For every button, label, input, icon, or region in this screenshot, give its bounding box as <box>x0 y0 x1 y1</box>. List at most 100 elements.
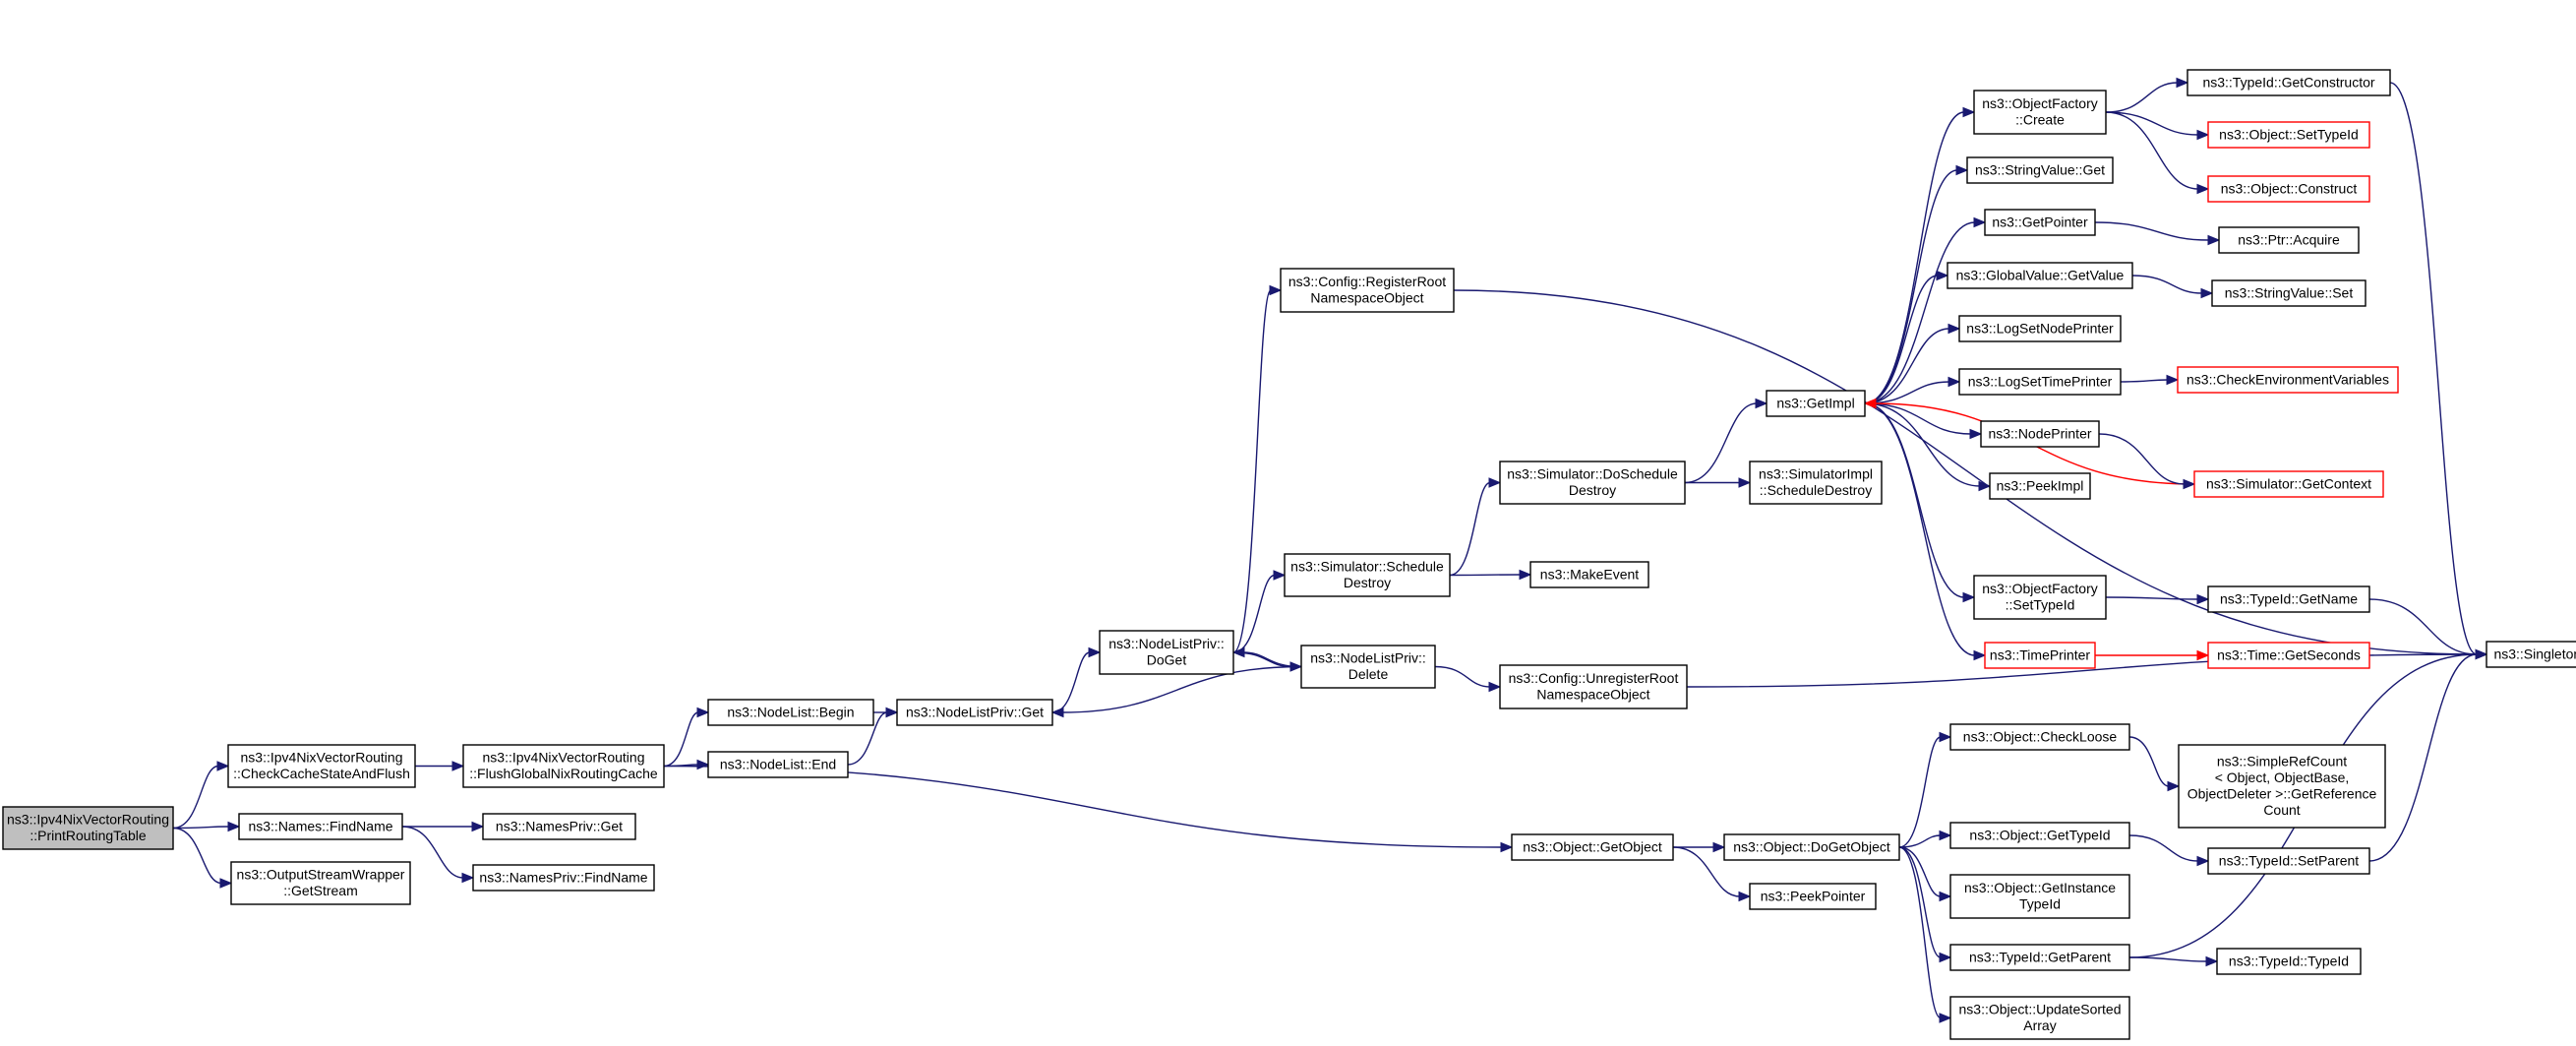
node-label: ObjectDeleter >::GetReference <box>2187 786 2377 802</box>
node-logSetNode[interactable]: ns3::LogSetNodePrinter <box>1958 315 2122 342</box>
node-label: ns3::NamesPriv::Get <box>496 818 623 833</box>
node-flushGlobal[interactable]: ns3::Ipv4NixVectorRouting::FlushGlobalNi… <box>462 744 665 788</box>
node-nodePrinter[interactable]: ns3::NodePrinter <box>1980 420 2100 448</box>
node-box <box>1529 561 1649 588</box>
node-objConstruct[interactable]: ns3::Object::Construct <box>2207 175 2370 203</box>
node-objFactorySetType[interactable]: ns3::ObjectFactory::SetTypeId <box>1973 575 2107 620</box>
node-label: Array <box>2023 1017 2056 1033</box>
node-nodeListBegin[interactable]: ns3::NodeList::Begin <box>707 699 874 726</box>
node-stringValueSet[interactable]: ns3::StringValue::Set <box>2211 279 2366 307</box>
node-namesPrivGet[interactable]: ns3::NamesPriv::Get <box>482 813 636 840</box>
edge-delete-to-nodeListPrivGet <box>1050 665 1302 718</box>
node-outStream[interactable]: ns3::OutputStreamWrapper::GetStream <box>230 861 411 905</box>
node-box <box>2207 585 2370 613</box>
node-box <box>1984 642 2096 669</box>
node-stringValueGet[interactable]: ns3::StringValue::Get <box>1966 156 2114 184</box>
node-label: ns3::Simulator::DoSchedule <box>1507 466 1678 482</box>
node-globalValueGet[interactable]: ns3::GlobalValue::GetValue <box>1947 262 2133 289</box>
node-label: ns3::Names::FindName <box>248 818 392 833</box>
node-namesFind[interactable]: ns3::Names::FindName <box>238 813 403 840</box>
edge-getImpl-to-timePrinter <box>1864 402 1987 661</box>
node-nodeListEnd[interactable]: ns3::NodeList::End <box>707 751 849 778</box>
node-box <box>472 864 655 892</box>
node-peekImpl[interactable]: ns3::PeekImpl <box>1989 472 2091 500</box>
edge-typeIdSetParent-to-singletonGet <box>2368 648 2488 862</box>
node-label: ns3::NodeList::End <box>720 756 836 771</box>
node-label: ns3::Object::UpdateSorted <box>1959 1002 2122 1017</box>
node-checkEnv[interactable]: ns3::CheckEnvironmentVariables <box>2177 366 2399 394</box>
node-box <box>2193 470 2384 498</box>
node-box <box>1300 645 1436 689</box>
node-box <box>1973 575 2107 620</box>
node-doGet[interactable]: ns3::NodeListPriv::DoGet <box>1099 630 1234 675</box>
node-label: ns3::StringValue::Get <box>1975 161 2105 177</box>
edge-root-to-outStream <box>172 827 233 889</box>
node-label: NamespaceObject <box>1310 290 1423 306</box>
node-ptrAcquire[interactable]: ns3::Ptr::Acquire <box>2218 226 2360 254</box>
node-nodeListPrivGet[interactable]: ns3::NodeListPriv::Get <box>896 699 1053 726</box>
node-checkCache[interactable]: ns3::Ipv4NixVectorRouting::CheckCacheSta… <box>227 744 416 788</box>
node-getImpl[interactable]: ns3::GetImpl <box>1766 390 1866 417</box>
node-label: ns3::Object::DoGetObject <box>1733 838 1890 854</box>
node-typeIdGetName[interactable]: ns3::TypeId::GetName <box>2207 585 2370 613</box>
node-simpleRefCount[interactable]: ns3::SimpleRefCount< Object, ObjectBase,… <box>2178 744 2386 829</box>
node-typeIdGetParent[interactable]: ns3::TypeId::GetParent <box>1949 944 2130 971</box>
node-timeGetSeconds[interactable]: ns3::Time::GetSeconds <box>2207 642 2370 669</box>
node-simGetContext[interactable]: ns3::Simulator::GetContext <box>2193 470 2384 498</box>
node-objGetTypeId[interactable]: ns3::Object::GetTypeId <box>1949 822 2130 849</box>
node-label: ns3::Ipv4NixVectorRouting <box>483 750 645 766</box>
node-makeEvent[interactable]: ns3::MakeEvent <box>1529 561 1649 588</box>
node-box <box>1749 883 1877 910</box>
node-root[interactable]: ns3::Ipv4NixVectorRouting::PrintRoutingT… <box>2 806 174 850</box>
edge-objFactoryCreate-to-objConstruct <box>2105 111 2210 195</box>
node-getObject[interactable]: ns3::Object::GetObject <box>1511 833 1674 861</box>
node-box <box>1949 944 2130 971</box>
node-schedDestroy[interactable]: ns3::Simulator::ScheduleDestroy <box>1284 553 1451 597</box>
node-getConstructor[interactable]: ns3::TypeId::GetConstructor <box>2187 69 2391 96</box>
node-label: ns3::GlobalValue::GetValue <box>1956 267 2125 282</box>
node-namesPrivFind[interactable]: ns3::NamesPriv::FindName <box>472 864 655 892</box>
node-box <box>1989 472 2091 500</box>
node-doGetObject[interactable]: ns3::Object::DoGetObject <box>1723 833 1900 861</box>
node-label: ns3::PeekImpl <box>1997 477 2084 493</box>
node-label: NamespaceObject <box>1536 687 1649 703</box>
node-delete[interactable]: ns3::NodeListPriv::Delete <box>1300 645 1436 689</box>
edge-root-to-namesFind <box>172 821 241 832</box>
node-singletonGet[interactable]: ns3::Singleton::Get <box>2486 641 2576 668</box>
edge-doGetObject-to-updateSorted <box>1898 846 1952 1023</box>
node-typeIdTypeId[interactable]: ns3::TypeId::TypeId <box>2216 948 2362 975</box>
node-label: ns3::Simulator::GetContext <box>2206 475 2371 491</box>
node-box <box>230 861 411 905</box>
node-typeIdSetParent[interactable]: ns3::TypeId::SetParent <box>2207 847 2370 875</box>
node-label: ns3::Simulator::Schedule <box>1290 559 1444 575</box>
node-box <box>1949 723 2130 751</box>
node-logSetTime[interactable]: ns3::LogSetTimePrinter <box>1958 368 2122 396</box>
node-label: ns3::CheckEnvironmentVariables <box>2187 371 2389 387</box>
edge-doGetObject-to-objGetTypeId <box>1898 830 1952 848</box>
edge-objFactoryCreate-to-objSetTypeId <box>2105 111 2210 141</box>
node-objSetTypeId[interactable]: ns3::Object::SetTypeId <box>2207 121 2370 149</box>
node-label: ns3::GetImpl <box>1776 395 1854 410</box>
node-implSchedDestroy[interactable]: ns3::SimulatorImpl::ScheduleDestroy <box>1749 461 1883 505</box>
node-box <box>2216 948 2362 975</box>
node-label: ns3::Object::GetInstance <box>1964 880 2116 895</box>
node-label: ns3::TypeId::GetParent <box>1969 949 2111 964</box>
edge-getImpl-to-peekImpl <box>1864 402 1992 492</box>
node-label: ns3::NamesPriv::FindName <box>479 869 647 885</box>
node-unregisterRoot[interactable]: ns3::Config::UnregisterRootNamespaceObje… <box>1499 664 1688 709</box>
node-peekPointer[interactable]: ns3::PeekPointer <box>1749 883 1877 910</box>
node-getPointer[interactable]: ns3::GetPointer <box>1984 209 2096 236</box>
node-objFactoryCreate[interactable]: ns3::ObjectFactory::Create <box>1973 90 2107 135</box>
node-timePrinter[interactable]: ns3::TimePrinter <box>1984 642 2096 669</box>
node-checkLoose[interactable]: ns3::Object::CheckLoose <box>1949 723 2130 751</box>
edge-checkCache-to-flushGlobal <box>414 761 465 771</box>
node-box <box>2218 226 2360 254</box>
node-box <box>1284 553 1451 597</box>
edge-globalValueGet-to-stringValueSet <box>2131 275 2214 299</box>
edge-nodeListEnd-to-nodeListPrivGet <box>847 707 899 766</box>
